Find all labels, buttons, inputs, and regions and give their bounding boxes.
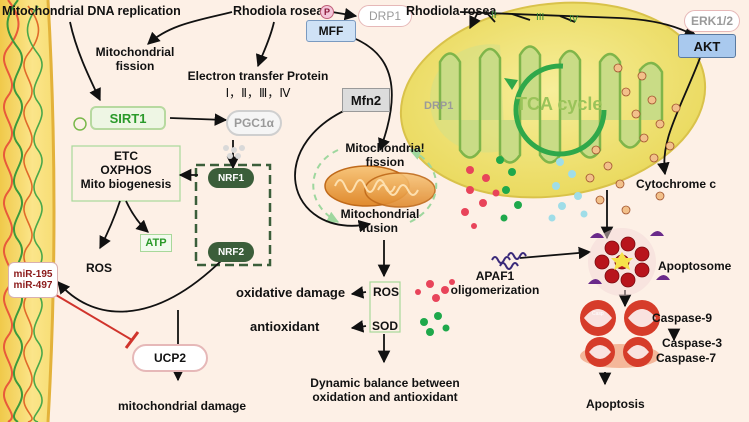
dynamic-balance-label: Dynamic balance between oxidation and an… — [296, 376, 474, 405]
complex-iii-label: III — [536, 12, 545, 23]
nrf2-box: NRF2 — [208, 242, 254, 262]
complex-ii-label: II — [491, 10, 497, 21]
electron-transfer-protein-line1: Electron transfer Protein — [187, 69, 329, 83]
mitochondria-fission-line2: fission — [365, 154, 405, 169]
ucp2-label: UCP2 — [153, 351, 186, 365]
dynamic-balance-line2: oxidation and antioxidant — [312, 389, 458, 404]
mitochondrion — [399, 1, 707, 199]
drp1-top-box: DRP1 — [358, 5, 412, 27]
mitochondrial-fusion-line1: Mitochondrial — [340, 207, 420, 221]
apaf1-oligomerization-label: APAF1 oligomerization — [440, 269, 550, 298]
ros-sod-frame — [369, 281, 401, 333]
etc-label: ETC — [114, 149, 138, 163]
caspase-icons — [580, 300, 660, 368]
mito-dna-replication-label: Mitochondrial DNA replication — [2, 4, 181, 18]
pgc1a-label: PGC1α — [233, 116, 275, 130]
ucp2-box: UCP2 — [132, 344, 208, 372]
dna-helix-icon — [2, 0, 43, 422]
caspase-9-label: Caspase-9 — [652, 311, 713, 325]
rhodiola-rosea-label: Rhodiola rosea — [233, 4, 324, 18]
nrf2-label: NRF2 — [217, 246, 245, 258]
rhodiola-rosea-label-2: Rhodiola rosea — [406, 4, 497, 18]
phosphate-p-badge: P — [320, 5, 334, 19]
mff-label: MFF — [318, 24, 344, 38]
mitochondrial-fission-line1: Mitochondrial — [95, 45, 175, 59]
mir195-label: miR-195 — [13, 269, 53, 280]
mitochondrial-fission-label: Mitochondrial fission — [95, 45, 175, 74]
mitochondrial-fusion-label: Mitochondrial fusion — [330, 207, 430, 236]
ros-mid-label: ROS — [373, 285, 400, 299]
erk-box: ERK1/2 — [684, 10, 740, 32]
oxidative-damage-label: oxidative damage — [236, 285, 346, 300]
phosphate-p-label: P — [323, 7, 330, 17]
apoptosome-icon — [588, 228, 670, 296]
apoptosome-label: Apoptosome — [658, 259, 732, 273]
apaf1-line1: APAF1 — [475, 269, 515, 283]
mfn2-box: Mfn2 — [342, 88, 390, 112]
mfn2-label: Mfn2 — [350, 92, 382, 108]
electron-transfer-protein-label: Electron transfer Protein Ⅰ，Ⅱ，Ⅲ，Ⅳ — [178, 69, 338, 101]
phosphate-dots — [223, 145, 245, 159]
mito-biogenesis-label: Mito biogenesis — [80, 176, 172, 191]
complex-iv-label: IV — [569, 14, 579, 25]
sirt1-label: SIRT1 — [109, 110, 147, 126]
sod-label: SOD — [372, 319, 399, 333]
oxphos-label: OXPHOS — [100, 162, 152, 177]
drp1-mid-label: DRP1 — [424, 100, 454, 112]
apaf1-line2: oligomerization — [450, 282, 540, 297]
electron-transfer-protein-line2: Ⅰ，Ⅱ，Ⅲ，Ⅳ — [225, 85, 291, 100]
mir497-label: miR-497 — [13, 280, 53, 291]
mitochondria-fission-label: Mitochondria! fission — [340, 141, 430, 170]
apoptosis-label: Apoptosis — [586, 397, 645, 411]
mitochondria-fission-line1: Mitochondria! — [345, 141, 425, 155]
sirt1-box: SIRT1 — [90, 106, 166, 130]
caspase-7-label: Caspase-7 — [656, 351, 717, 365]
etc-oxphos-biogenesis: ETC OXPHOS Mito biogenesis — [74, 149, 178, 191]
caspase-tiny-label: Casp — [592, 311, 604, 317]
dynamic-balance-line1: Dynamic balance between — [310, 376, 460, 390]
drp1-top-label: DRP1 — [368, 9, 401, 23]
fission-fusion-cycle — [312, 148, 438, 223]
ros-left-label: ROS — [86, 261, 113, 275]
antioxidant-label: antioxidant — [250, 319, 320, 334]
cytochrome-c-label: Cytochrome c — [636, 177, 717, 191]
atp-label: ATP — [145, 237, 167, 249]
mitochondrial-fission-line2: fission — [115, 58, 155, 73]
cytochrome-c-icons — [585, 63, 681, 215]
cyan-dots — [548, 158, 588, 222]
akt-label: AKT — [693, 38, 721, 54]
mitochondria-pair-icon — [324, 165, 436, 208]
apaf1-icon — [491, 252, 527, 270]
nrf1-label: NRF1 — [217, 172, 245, 184]
nrf1-box: NRF1 — [208, 168, 254, 188]
mff-box: MFF — [306, 20, 356, 42]
mitochondrial-damage-label: mitochondrial damage — [118, 399, 247, 413]
tca-cycle-label: TCA cycle — [516, 94, 603, 114]
atp-box: ATP — [140, 234, 172, 252]
mitochondrial-fusion-line2: fusion — [362, 220, 398, 235]
mirna-box: miR-195 miR-497 — [8, 262, 58, 298]
akt-box: AKT — [678, 34, 736, 58]
erk-label: ERK1/2 — [690, 14, 734, 28]
pgc1a-box: PGC1α — [226, 110, 282, 136]
caspase-3-label: Caspase-3 — [662, 336, 723, 350]
sod-dots — [420, 156, 522, 336]
sirt1-vesicle — [73, 117, 87, 131]
ros-dots — [415, 166, 500, 302]
